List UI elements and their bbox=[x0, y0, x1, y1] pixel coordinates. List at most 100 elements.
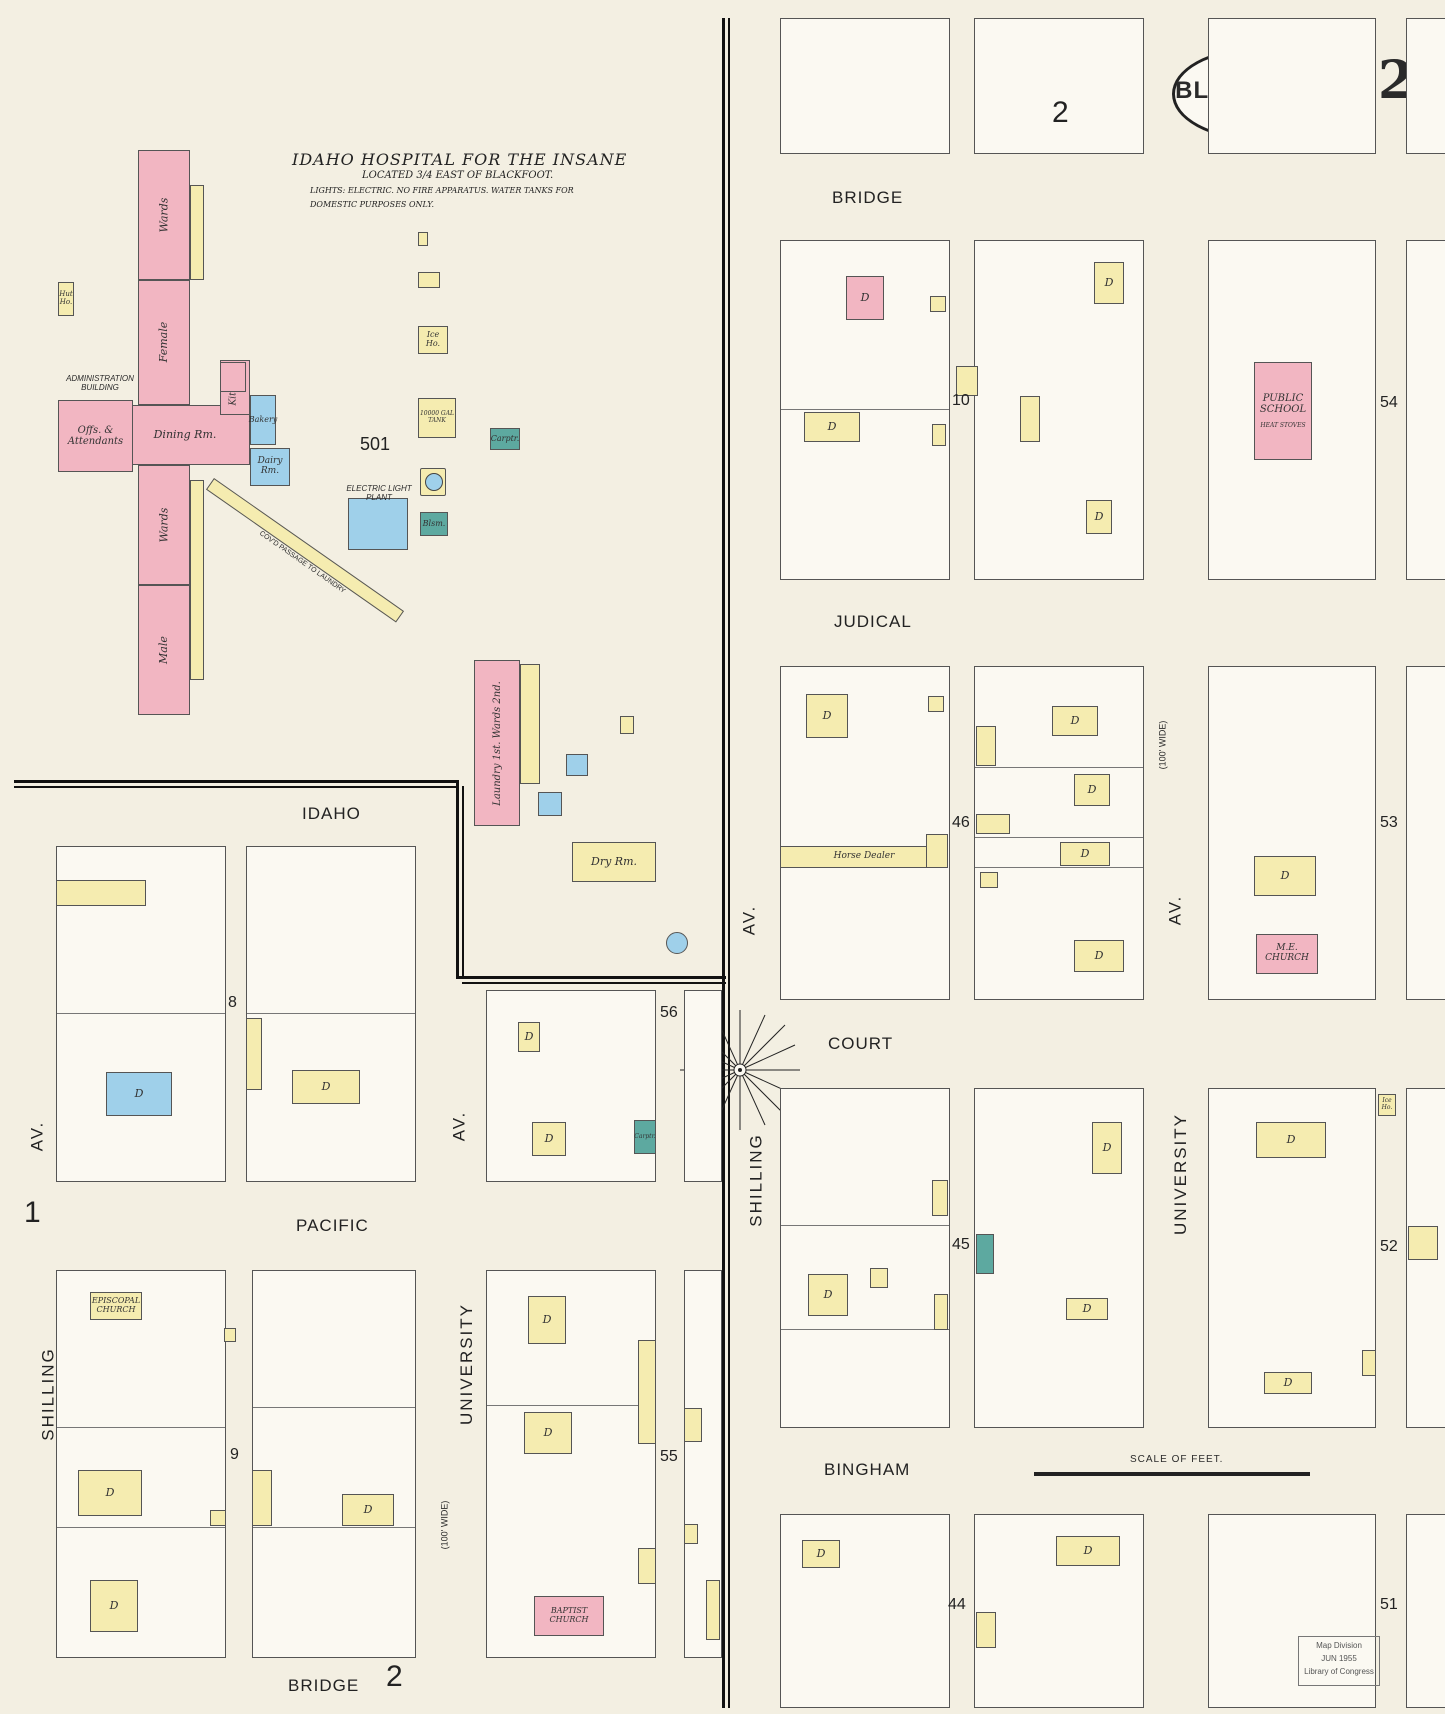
section-divider-step-2 bbox=[462, 786, 464, 978]
block-2-bottom: 2 bbox=[386, 1660, 403, 1693]
shed-45c bbox=[934, 1294, 948, 1330]
block-46: 46 bbox=[952, 814, 970, 831]
female-label: Female bbox=[156, 322, 170, 363]
dwelling-56b: D bbox=[532, 1122, 566, 1156]
episcopal-church: EPISCOPAL CHURCH bbox=[90, 1292, 142, 1320]
section-divider-horizontal-2 bbox=[14, 786, 458, 788]
dwelling-9b: D bbox=[90, 1580, 138, 1632]
blsm-label: Blsm. bbox=[422, 518, 446, 528]
shed-10c bbox=[956, 366, 978, 396]
shed-8b bbox=[246, 1018, 262, 1090]
section-divider-bottom bbox=[456, 976, 726, 979]
block-8: 8 bbox=[228, 994, 237, 1011]
dwelling-brick-10: D bbox=[846, 276, 884, 320]
wide-label-right: (100' WIDE) bbox=[1157, 720, 1168, 770]
scale-label: SCALE OF FEET. bbox=[1130, 1454, 1224, 1465]
block-44: 44 bbox=[948, 1596, 966, 1613]
shed-55c bbox=[684, 1408, 702, 1442]
dwelling-46b: D bbox=[1052, 706, 1098, 736]
ice-house-52: Ice Ho. bbox=[1378, 1094, 1396, 1116]
block-55-number: 55 bbox=[660, 1448, 678, 1465]
laundry-porch bbox=[520, 664, 540, 784]
block-9-west bbox=[56, 1270, 226, 1658]
me-church-label: M.E. CHURCH bbox=[1265, 943, 1309, 963]
shed-44a bbox=[976, 1612, 996, 1648]
hospital-notes: LIGHTS: ELECTRIC. NO FIRE APPARATUS. WAT… bbox=[310, 186, 574, 209]
street-shilling-right: SHILLING bbox=[746, 1133, 766, 1227]
street-university-av: AV. bbox=[1165, 894, 1185, 926]
dwelling-9c: D bbox=[342, 1494, 394, 1526]
block-56-edge bbox=[684, 990, 722, 1182]
block-top-c bbox=[1208, 18, 1376, 154]
electric-light-plant bbox=[348, 498, 408, 550]
lot-line bbox=[975, 867, 1143, 868]
block-54-number: 54 bbox=[1380, 394, 1398, 411]
ice-house-hospital: Ice Ho. bbox=[418, 326, 448, 354]
section-divider-vertical bbox=[722, 18, 725, 1708]
block-54-edge bbox=[1406, 240, 1445, 580]
dwelling-10b: D bbox=[1094, 262, 1124, 304]
dwelling-10c: D bbox=[1086, 500, 1112, 534]
block-501: 501 bbox=[360, 434, 391, 454]
scale-bar bbox=[1034, 1472, 1310, 1476]
street-pacific: PACIFIC bbox=[296, 1216, 369, 1235]
lot-line bbox=[975, 837, 1143, 838]
school-heat: HEAT STOVES bbox=[1260, 421, 1306, 429]
ice-label: Ice Ho. bbox=[425, 330, 441, 348]
wards-label-2: Wards bbox=[156, 507, 170, 543]
stamp-line2: JUN 1955 bbox=[1321, 1654, 1357, 1663]
lot-line bbox=[253, 1527, 415, 1528]
outbuilding-t bbox=[538, 792, 562, 816]
street-shilling-left: SHILLING bbox=[38, 1347, 58, 1441]
dwelling-46d: D bbox=[1060, 842, 1110, 866]
shed-46c bbox=[976, 726, 996, 766]
iron-shed-45 bbox=[976, 1234, 994, 1274]
lot-line bbox=[57, 1527, 225, 1528]
street-bingham: BINGHAM bbox=[824, 1460, 911, 1479]
shed-55a bbox=[638, 1340, 656, 1444]
female-wards-porch bbox=[190, 185, 204, 280]
street-court: COURT bbox=[828, 1034, 894, 1053]
horse-dealer: Horse Dealer bbox=[780, 846, 948, 868]
dry-label: Dry Rm. bbox=[591, 854, 637, 868]
shed-8a bbox=[56, 880, 146, 906]
block-56 bbox=[486, 990, 656, 1182]
hospital-title: IDAHO HOSPITAL FOR THE INSANE bbox=[292, 150, 628, 169]
section-divider-step bbox=[456, 780, 459, 978]
dairy-room: Dairy Rm. bbox=[250, 448, 290, 486]
lot-line bbox=[253, 1407, 415, 1408]
shed-52a bbox=[1362, 1350, 1376, 1376]
block-51-number: 51 bbox=[1380, 1596, 1398, 1613]
dwelling-44b: D bbox=[1056, 1536, 1120, 1566]
admin-label: ADMINISTRATION BUILDING bbox=[66, 374, 134, 392]
lot-line bbox=[57, 1427, 225, 1428]
block-53-edge bbox=[1406, 666, 1445, 1000]
episcopal-label: EPISCOPAL CHURCH bbox=[91, 1296, 141, 1314]
dwelling-55a: D bbox=[528, 1296, 566, 1344]
section-divider-vertical-2 bbox=[728, 18, 730, 1708]
dwelling-10a: D bbox=[804, 412, 860, 442]
lot-line bbox=[247, 1013, 415, 1014]
outbuilding-coal bbox=[620, 716, 634, 734]
hospital-location: LOCATED 3/4 EAST OF BLACKFOOT. bbox=[362, 170, 554, 181]
blacksmith: Blsm. bbox=[420, 512, 448, 536]
laundry-label: Laundry 1st. Wards 2nd. bbox=[491, 680, 503, 806]
block-9: 9 bbox=[230, 1446, 239, 1463]
dwelling-55b: D bbox=[524, 1412, 572, 1454]
shed-46d bbox=[976, 814, 1010, 834]
horse-dealer-label: Horse Dealer bbox=[833, 851, 895, 862]
male-label: Male bbox=[156, 636, 170, 664]
shed-46e bbox=[980, 872, 998, 888]
shed-55d bbox=[684, 1524, 698, 1544]
block-1: 1 bbox=[24, 1196, 41, 1229]
wards-label-1: Wards bbox=[156, 197, 170, 233]
tank-label: 10000 GAL TANK bbox=[419, 410, 455, 424]
block-45-west bbox=[780, 1088, 950, 1428]
stamp-line1: Map Division bbox=[1316, 1641, 1362, 1650]
dwelling-8b: D bbox=[292, 1070, 360, 1104]
dwelling-52b: D bbox=[1264, 1372, 1312, 1394]
street-judical: JUDICAL bbox=[834, 612, 912, 631]
shed-10b bbox=[932, 424, 946, 446]
hut-house: Hut Ho. bbox=[58, 282, 74, 316]
block-53-number: 53 bbox=[1380, 814, 1398, 831]
